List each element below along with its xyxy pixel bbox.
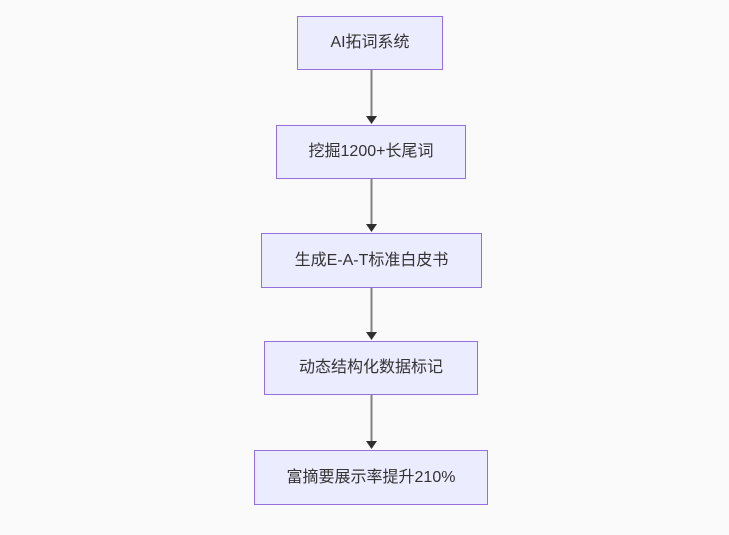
flow-node: 生成E-A-T标准白皮书 — [261, 233, 482, 288]
arrowhead-icon — [366, 441, 377, 449]
flow-node: 挖掘1200+长尾词 — [276, 125, 466, 179]
arrowhead-icon — [366, 224, 377, 232]
flow-node: AI拓词系统 — [297, 16, 443, 70]
flow-node-label: 挖掘1200+长尾词 — [308, 143, 434, 161]
flow-node-label: AI拓词系统 — [330, 34, 410, 52]
flow-node: 富摘要展示率提升210% — [254, 450, 488, 505]
flow-node-label: 生成E-A-T标准白皮书 — [294, 251, 449, 269]
flow-node-label: 富摘要展示率提升210% — [286, 468, 456, 486]
arrowhead-icon — [366, 116, 377, 124]
flow-node: 动态结构化数据标记 — [264, 341, 478, 395]
flow-node-label: 动态结构化数据标记 — [298, 359, 443, 377]
arrowhead-icon — [366, 332, 377, 340]
